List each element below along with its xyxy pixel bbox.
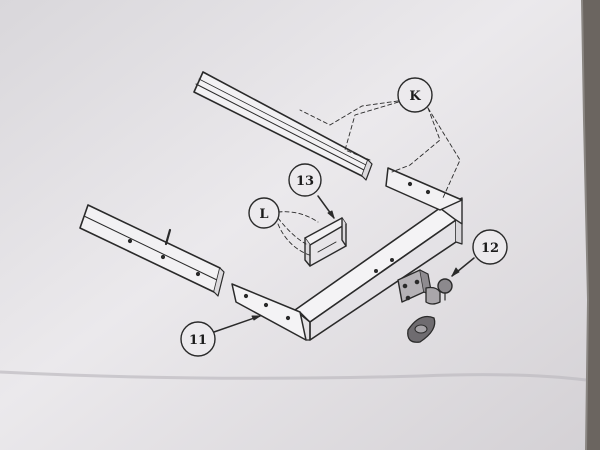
rail-left [79,204,225,297]
l-leader-lines [277,211,319,257]
paper-edge [581,0,590,450]
callout-13-circle [288,163,322,197]
k-leader-lines [299,99,461,201]
callout-13-label: 13 [296,174,314,189]
callout-12-circle [472,229,508,265]
leader-11-arrow [251,315,261,321]
tow-ball-mount [397,269,453,305]
crossbar-frame [231,167,463,341]
callout-k-circle [397,77,433,113]
callout-11-label: 11 [189,333,207,348]
callout-12-label: 12 [481,241,499,256]
leader-12-arrow [451,267,460,277]
callout-l-circle [248,197,280,229]
leader-11 [213,315,261,333]
tow-ball [437,278,453,294]
leader-13-arrow [327,210,335,219]
rail-k [193,71,373,181]
callout-l-label: L [259,207,268,222]
socket-plate [407,315,436,343]
callout-11-circle [180,321,216,357]
paper-fold [0,370,587,382]
rail-left-marker [164,228,172,246]
callout-k-label: K [409,89,421,104]
